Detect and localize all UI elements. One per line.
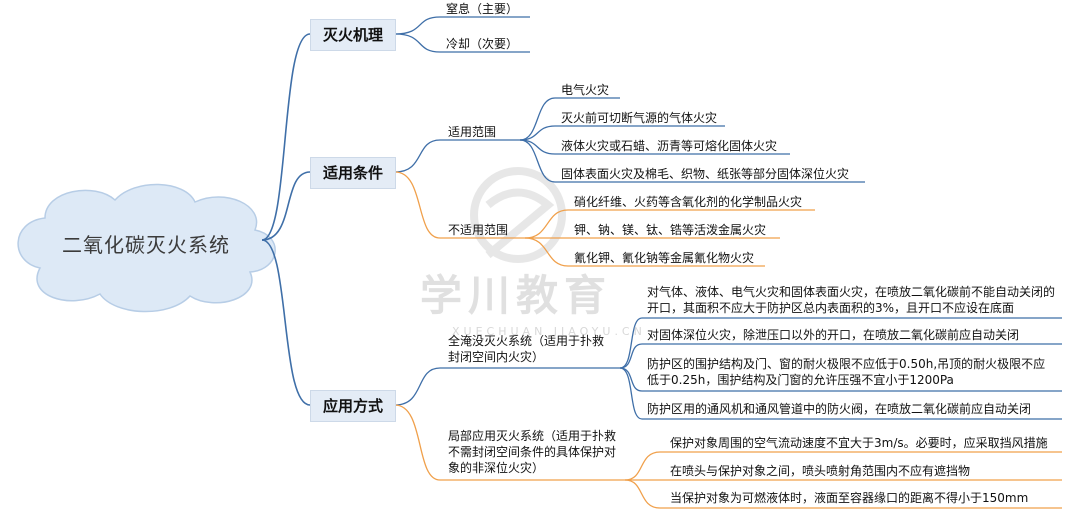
- applicable-item-3: 液体火灾或石蜡、沥青等可熔化固体火灾: [561, 139, 778, 153]
- total-flooding-item-4: 防护区用的通风机和通风管道中的防火阀，在喷放二氧化碳前应自动关闭: [647, 402, 1032, 416]
- mechanism-item-2: 冷却（次要）: [446, 37, 519, 51]
- not-applicable-item-1: 硝化纤维、火药等含氧化剂的化学制品火灾: [574, 195, 803, 209]
- local-item-1: 保护对象周围的空气流动速度不宜大于3m/s。必要时，应采取挡风措施: [670, 436, 1048, 450]
- total-flooding-label: 全淹没灭火系统（适用于扑救封闭空间内火灾）: [448, 334, 605, 364]
- applicable-item-1: 电气火灾: [561, 83, 610, 97]
- mechanism-item-1: 窒息（主要）: [446, 2, 519, 16]
- not-applicable-label: 不适用范围: [448, 223, 509, 237]
- watermark-subtext: XUECHUAN JIAOYU.CN: [452, 325, 646, 338]
- branch-mechanism: 灭火机理: [310, 19, 396, 51]
- total-flooding-item-3: 防护区的围护结构及门、窗的耐火极限不应低于0.50h,吊顶的耐火极限不应低于0.…: [647, 357, 1046, 387]
- root-label: 二氧化碳灭火系统: [62, 233, 230, 257]
- total-flooding-item-2: 对固体深位火灾，除泄压口以外的开口，在喷放二氧化碳前应自动关闭: [647, 328, 1020, 342]
- applicable-item-4: 固体表面火灾及棉毛、织物、纸张等部分固体深位火灾: [561, 167, 850, 181]
- applicable-item-2: 灭火前可切断气源的气体火灾: [561, 111, 718, 125]
- not-applicable-item-2: 钾、钠、镁、钛、锆等活泼金属火灾: [574, 223, 767, 237]
- watermark-logo: [470, 167, 566, 263]
- local-item-3: 当保护对象为可燃液体时，液面至容器缘口的距离不得小于150mm: [670, 491, 1029, 505]
- local-label: 局部应用灭火系统（适用于扑救不需封闭空间条件的具体保护对象的非深位火灾）: [448, 429, 617, 475]
- applicable-label: 适用范围: [448, 125, 497, 139]
- local-item-2: 在喷头与保护对象之间，喷头喷射角范围内不应有遮挡物: [670, 464, 971, 478]
- root-cloud: [17, 183, 276, 313]
- branch-application: 应用方式: [310, 390, 396, 422]
- watermark-text: 学川教育: [420, 271, 613, 320]
- not-applicable-item-3: 氰化钾、氰化钠等金属氰化物火灾: [574, 251, 755, 265]
- branch-conditions: 适用条件: [310, 157, 396, 189]
- total-flooding-item-1: 对气体、液体、电气火灾和固体表面火灾，在喷放二氧化碳前不能自动关闭的开口，其面积…: [647, 285, 1056, 315]
